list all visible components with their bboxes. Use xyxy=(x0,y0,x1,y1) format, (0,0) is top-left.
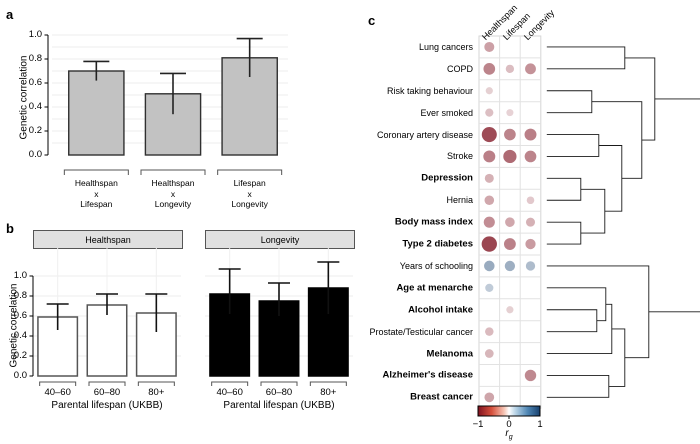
panel-c-legend-min-label: −1 xyxy=(472,419,484,430)
legend-symbol-sub: g xyxy=(508,434,513,441)
panel-c-row-label-2: Risk taking behaviour xyxy=(386,85,473,96)
panel-c-row-label-4: Coronary artery disease xyxy=(376,129,473,140)
panel-c-bubble-9-0 xyxy=(481,236,497,252)
panel-c-bubble-16-0 xyxy=(484,392,495,403)
panel-b-ytick-0: 0.0 xyxy=(13,370,27,381)
panel-c-bubble-1-2 xyxy=(525,63,536,75)
panel-c-row-label-8: Body mass index xyxy=(394,216,473,228)
panel-c-bubble-8-2 xyxy=(525,217,536,227)
panel-c-bubble-12-1 xyxy=(506,306,514,314)
panel-c-bubble-4-1 xyxy=(504,128,516,141)
panel-b-facet-0-xtick-1: 60‒80 xyxy=(93,387,121,398)
panel-c-row-label-9: Type 2 diabetes xyxy=(402,238,473,250)
panel-a-ytick-5: 1.0 xyxy=(28,29,42,40)
panel-b-xlabel-right: Parental lifespan (UKBB) xyxy=(223,400,335,411)
panel-c-row-label-1: COPD xyxy=(446,63,473,74)
panel-c-row-label-11: Age at menarche xyxy=(396,282,473,294)
panel-c-letter: c xyxy=(368,13,376,28)
panel-c-bubble-3-0 xyxy=(485,108,494,117)
panel-b-ytick-1: 0.2 xyxy=(13,350,27,361)
panel-c-bubble-7-0 xyxy=(484,195,495,206)
panel-b-facet-0-xtick-0: 40‒60 xyxy=(44,387,71,398)
panel-b-facet-1-xtick-1: 60‒80 xyxy=(265,387,293,398)
panel-a-category-1-line-1: x xyxy=(170,188,176,199)
panel-c-row-label-5: Stroke xyxy=(446,151,473,162)
panel-b-facet-1-xtick-2: 80+ xyxy=(320,387,337,398)
panel-c-row-label-3: Ever smoked xyxy=(420,107,473,118)
panel-c-row-label-6: Depression xyxy=(421,172,473,184)
panel-a-ytick-1: 0.2 xyxy=(28,125,42,136)
panel-c-row-label-16: Breast cancer xyxy=(410,391,473,403)
panel-b-ytick-5: 1.0 xyxy=(13,270,27,281)
panel-b-facet-1-xtick-0: 40‒60 xyxy=(216,387,243,398)
panel-a-category-0-line-0: Healthspan xyxy=(74,178,118,188)
panel-b-facet-0-xtick-2: 80+ xyxy=(148,387,165,398)
panel-b-xlabel-left: Parental lifespan (UKBB) xyxy=(51,400,163,411)
legend-symbol: r xyxy=(505,428,509,439)
panel-c-legend-bar xyxy=(477,405,541,417)
panel-c-bubble-10-2 xyxy=(525,261,536,271)
panel-c-bubble-11-0 xyxy=(485,283,494,292)
facet-strip-longevity: Longevity xyxy=(205,230,355,249)
panel-c-bubble-5-0 xyxy=(483,150,496,163)
panel-c-bubble-15-2 xyxy=(524,369,537,382)
panel-c-bubble-9-1 xyxy=(503,238,516,250)
panel-a-category-1-line-0: Healthspan xyxy=(151,178,195,188)
panel-c-row-label-7: Hernia xyxy=(446,195,473,206)
panel-c-row-label-10: Years of schooling xyxy=(399,260,473,271)
panel-c-bubble-13-0 xyxy=(485,327,494,336)
panel-c-legend-max-label: 1 xyxy=(537,419,543,430)
panel-b-ytick-2: 0.4 xyxy=(13,330,27,341)
legend-axis-title: rg xyxy=(478,428,540,441)
panel-b-ytick-4: 0.8 xyxy=(13,290,27,301)
panel-c-bubble-14-0 xyxy=(484,349,494,358)
panel-a-category-0-line-2: Lifespan xyxy=(80,199,113,210)
panel-a-category-1-line-2: Longevity xyxy=(154,199,192,210)
panel-a-ytick-3: 0.6 xyxy=(28,77,42,88)
panel-c-bubble-5-2 xyxy=(524,150,537,163)
panel-a-category-0-line-1: x xyxy=(94,188,99,199)
panel-c-row-label-12: Alcohol intake xyxy=(408,304,473,316)
panel-c-dendrogram xyxy=(546,46,700,398)
panel-c-bubble-8-0 xyxy=(483,216,495,228)
panel-c-bubble-5-1 xyxy=(503,149,517,164)
facet-strip-healthspan: Healthspan xyxy=(33,230,183,249)
panel-c-bubble-2-0 xyxy=(485,87,493,95)
panel-c-bubble-10-1 xyxy=(504,260,516,272)
panel-a-category-2-line-0: Lifespan xyxy=(233,178,266,188)
panel-c-row-label-13: Prostate/Testicular cancer xyxy=(369,326,473,337)
panel-b-letter: b xyxy=(6,221,14,236)
panel-c-bubble-4-2 xyxy=(524,128,537,141)
panel-a-category-2-line-1: x xyxy=(247,188,252,199)
panel-c-bubble-7-2 xyxy=(526,196,535,205)
facet-strip-longevity-label: Longevity xyxy=(260,234,300,245)
panel-c-row-label-15: Alzheimer's disease xyxy=(382,369,473,381)
panel-b-ytick-3: 0.6 xyxy=(13,310,27,321)
panel-c-bubble-10-0 xyxy=(484,260,495,272)
panel-a-ytick-2: 0.4 xyxy=(28,101,42,112)
panel-a-ytick-0: 0.0 xyxy=(28,149,42,160)
panel-c-legend-mid-label: 0 xyxy=(506,419,512,430)
panel-c-row-label-14: Melanoma xyxy=(426,348,473,360)
panel-c-bubble-8-1 xyxy=(505,217,515,227)
panel-a-ytick-4: 0.8 xyxy=(28,53,42,64)
panel-c-bubble-9-2 xyxy=(525,238,536,250)
panel-a-category-2-line-2: Longevity xyxy=(231,199,268,210)
panel-c-bubble-1-0 xyxy=(483,63,496,75)
panel-a-letter: a xyxy=(6,7,14,22)
panel-c-bubble-6-0 xyxy=(484,173,494,183)
panel-c-bubble-4-0 xyxy=(481,127,497,143)
panel-c-bubble-0-0 xyxy=(484,41,495,52)
panel-c-bubble-1-1 xyxy=(505,64,515,74)
panel-c-row-label-0: Lung cancers xyxy=(418,41,473,52)
panel-c-bubble-3-1 xyxy=(506,109,514,117)
facet-strip-healthspan-label: Healthspan xyxy=(85,234,131,245)
